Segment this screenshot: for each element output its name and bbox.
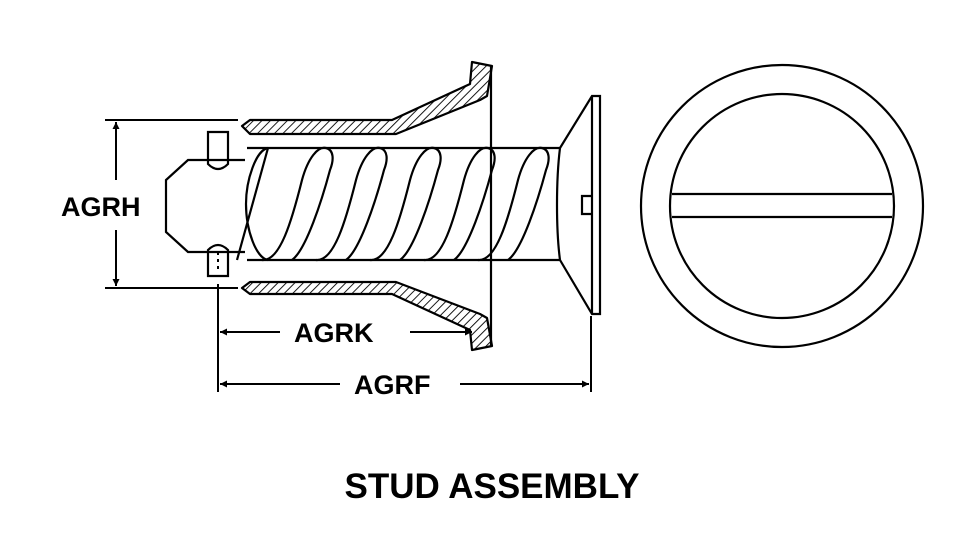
receptacle-sleeve: [240, 60, 494, 352]
threaded-stud-body: [235, 146, 562, 262]
head-end-view: [639, 63, 925, 349]
dimension-agrh: [105, 119, 238, 289]
countersunk-head: [559, 94, 602, 316]
dimension-label-agrk: AGRK: [294, 318, 374, 348]
diagram-caption: STUD ASSEMBLY: [345, 467, 640, 506]
dimension-label-agrh: AGRH: [61, 192, 141, 222]
dimension-label-agrf: AGRF: [354, 370, 431, 400]
retaining-pin: [206, 130, 230, 278]
stud-tip: [164, 158, 245, 254]
